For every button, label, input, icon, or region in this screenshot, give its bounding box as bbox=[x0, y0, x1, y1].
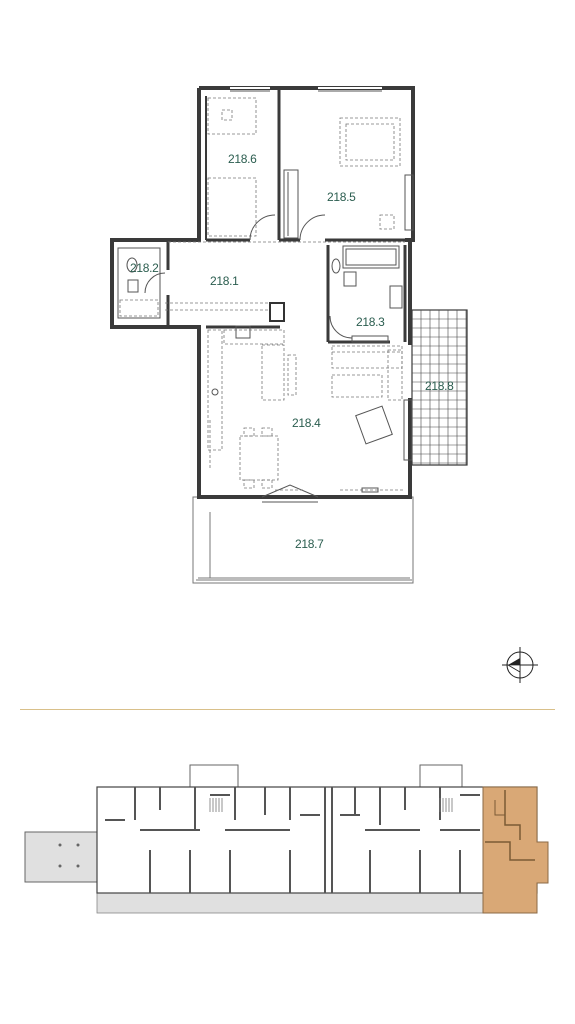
section-divider bbox=[20, 709, 555, 710]
room-label-218-3: 218.3 bbox=[356, 315, 385, 329]
building-key-plan bbox=[24, 764, 549, 914]
room-label-218-1: 218.1 bbox=[210, 274, 239, 288]
room-label-218-7: 218.7 bbox=[295, 537, 324, 551]
room-label-218-6: 218.6 bbox=[228, 152, 257, 166]
room-label-218-4: 218.4 bbox=[292, 416, 321, 430]
north-arrow-icon bbox=[502, 647, 538, 683]
room-label-218-2: 218.2 bbox=[130, 261, 159, 275]
room-label-218-5: 218.5 bbox=[327, 190, 356, 204]
room-label-218-8: 218.8 bbox=[425, 379, 454, 393]
inner-walls bbox=[166, 90, 407, 344]
furniture bbox=[117, 97, 414, 503]
apartment-floor-plan: 218.6 218.5 218.2 218.1 218.3 218.8 218.… bbox=[110, 86, 468, 584]
balcony-south bbox=[192, 496, 414, 584]
outer-walls bbox=[110, 86, 415, 499]
